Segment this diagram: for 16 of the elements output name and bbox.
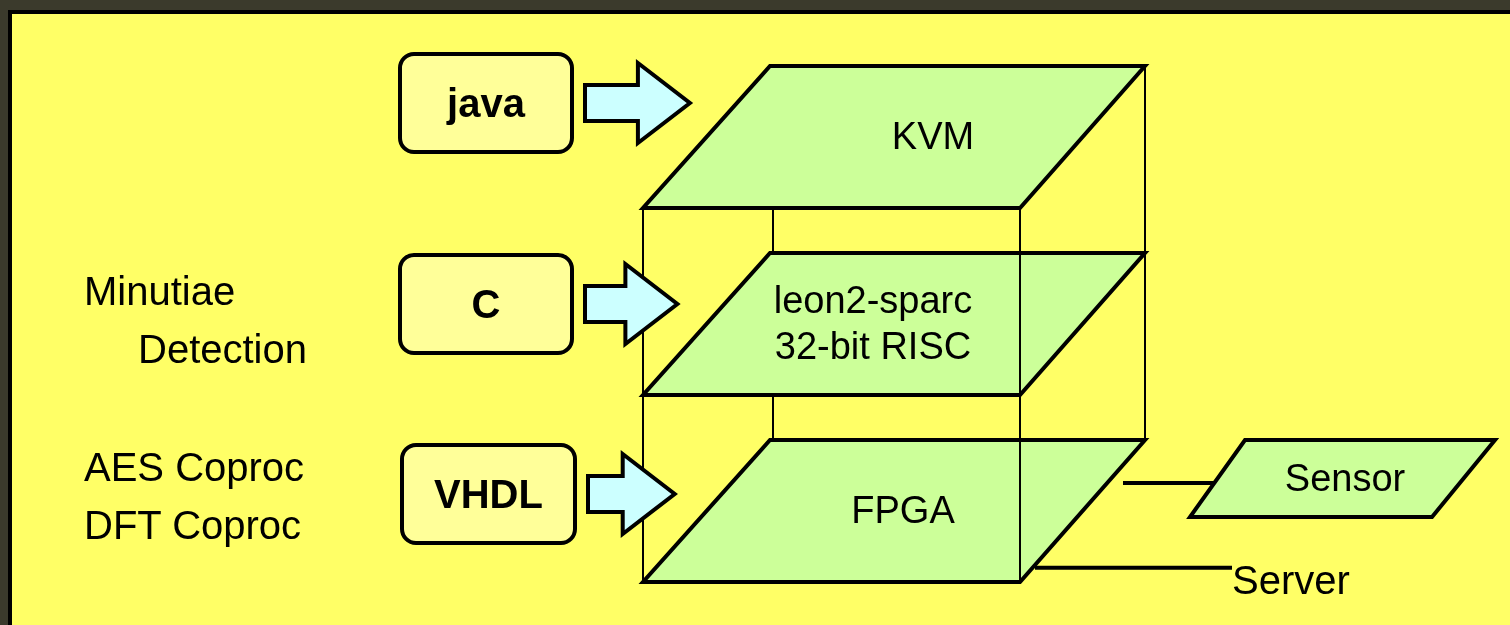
annotation-text: DFT Coproc <box>84 502 303 549</box>
language-box: java <box>398 52 574 154</box>
annotation-text: Minutiae Detection <box>84 268 308 373</box>
block-arrow <box>583 58 694 148</box>
layer-label: KVM <box>891 114 975 160</box>
connector-line <box>1035 565 1232 570</box>
layer-label: FPGA <box>851 488 955 534</box>
connector-line <box>1123 481 1214 486</box>
layer-label: leon2-sparc 32-bit RISC <box>772 278 974 369</box>
block-arrow <box>586 449 678 539</box>
layer-label: Sensor <box>1284 455 1406 501</box>
server-label: Server <box>1232 557 1350 603</box>
annotation-text: AES Coproc <box>84 444 306 491</box>
block-arrow <box>583 259 681 349</box>
language-box: C <box>398 253 574 355</box>
language-box: VHDL <box>400 443 577 545</box>
